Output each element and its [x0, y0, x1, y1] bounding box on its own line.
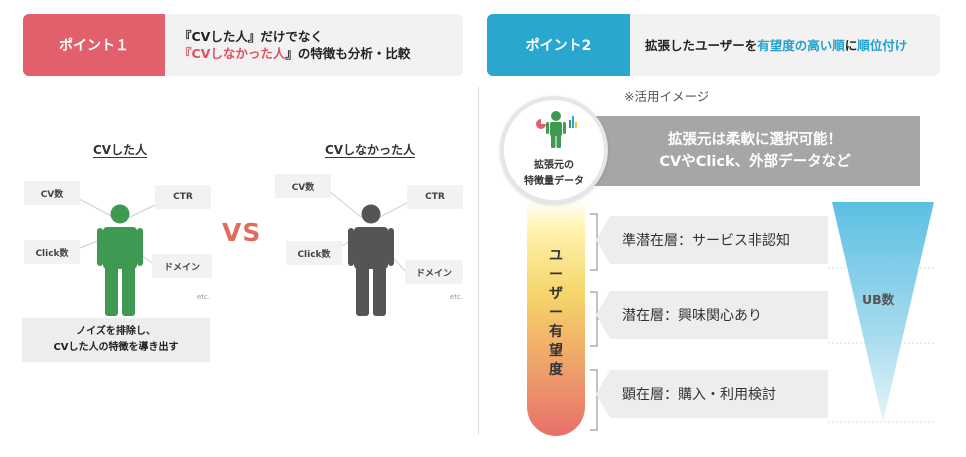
- section-divider: [478, 87, 479, 435]
- point1-line1: 『CVした人』だけでなく: [179, 29, 323, 44]
- point2-text-prefix: 拡張したユーザーを: [645, 37, 758, 53]
- point2-description: 拡張したユーザーを有望度の高い順に順位付け: [645, 14, 907, 76]
- cv-label-ctr: CTR: [155, 185, 211, 209]
- point2-highlight2: 順位付け: [857, 37, 908, 53]
- cv-label-domain: ドメイン: [152, 254, 212, 278]
- circle-line2: 特徴量データ: [524, 176, 584, 187]
- cv-label-click-count: Click数: [24, 240, 80, 264]
- point1-card: ポイント１ 『CVした人』だけでなく 『CVしなかった人』の特徴も分析・比較: [23, 14, 463, 76]
- cv-person-title: CVした人: [92, 143, 148, 157]
- point1-tag: ポイント１: [23, 14, 165, 76]
- noise-line1: ノイズを排除し、: [76, 326, 156, 337]
- banner-line1: 拡張元は柔軟に選択可能！: [668, 132, 842, 148]
- ub-funnel-triangle: [832, 202, 934, 422]
- stage-apparent: 顕在層：購入・利用検討: [596, 370, 828, 418]
- cv-etc: etc.: [197, 293, 211, 301]
- point1-line2-prefix: 『: [179, 46, 192, 61]
- point2-text-mid: に: [844, 37, 858, 53]
- gauge-label: ユーザー有望度: [549, 248, 563, 378]
- circle-line1: 拡張元の: [534, 160, 574, 171]
- noncv-person-title: CVしなかった人: [324, 143, 416, 157]
- noise-line2: CVした人の特徴を導き出す: [53, 342, 179, 353]
- noncv-label-cv-count: CV数: [275, 174, 331, 198]
- noncv-etc: etc.: [450, 293, 464, 301]
- stage-pre-latent: 準潜在層：サービス非認知: [596, 216, 828, 264]
- cv-person-icon: [97, 204, 143, 316]
- point2-tag: ポイント2: [487, 14, 630, 76]
- user-promise-gauge: [527, 200, 585, 436]
- point1-highlight: CVしなかった人: [191, 46, 286, 61]
- stage-latent: 潜在層：興味関心あり: [596, 291, 828, 339]
- noncv-person-icon: [348, 204, 394, 316]
- ub-count-label: UB数: [862, 292, 895, 307]
- noise-removal-note: ノイズを排除し、 CVした人の特徴を導き出す: [22, 318, 210, 362]
- vs-label: VS: [222, 218, 262, 247]
- person-chart-icon: [536, 111, 577, 148]
- point2-highlight1: 有望度の高い順: [757, 37, 845, 53]
- point1-description: 『CVした人』だけでなく 『CVしなかった人』の特徴も分析・比較: [179, 14, 410, 76]
- point1-line2-suffix: 』の特徴も分析・比較: [285, 46, 411, 61]
- usage-note: ※活用イメージ: [624, 89, 710, 104]
- noncv-label-domain: ドメイン: [405, 260, 463, 284]
- noncv-label-click-count: Click数: [286, 241, 342, 265]
- source-selection-banner: 拡張元は柔軟に選択可能！ CVやClick、外部データなど: [590, 116, 920, 186]
- banner-line2: CVやClick、外部データなど: [659, 154, 851, 170]
- cv-label-cv-count: CV数: [24, 181, 80, 205]
- noncv-label-ctr: CTR: [407, 185, 463, 209]
- source-feature-circle: 拡張元の 特徴量データ: [500, 96, 608, 204]
- point2-card: ポイント2 拡張したユーザーを有望度の高い順に順位付け: [487, 14, 940, 76]
